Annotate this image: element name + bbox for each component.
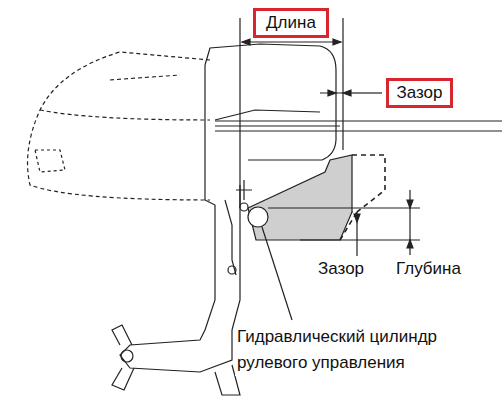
dimension-name: Зазор: [396, 83, 442, 103]
dimension-name: Глубина: [394, 256, 463, 282]
dimension-name: Длина: [266, 13, 316, 33]
highlight-box: Зазор: [386, 78, 453, 108]
dimension-name: Зазор: [316, 256, 366, 282]
part-name: Гидравлический цилиндр рулевого управлен…: [235, 324, 489, 376]
highlight-box: Длина: [253, 8, 329, 38]
